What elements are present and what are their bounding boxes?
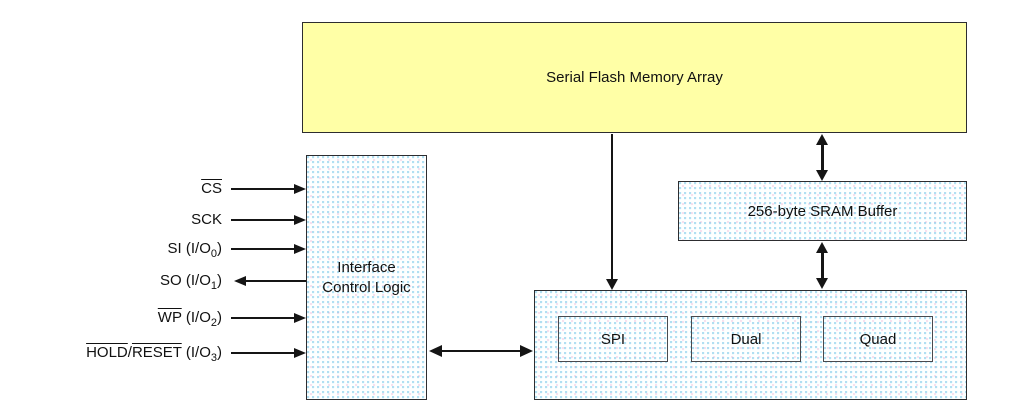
cs-arrow-line [231, 188, 295, 190]
memory-array-label: Serial Flash Memory Array [546, 69, 723, 86]
signal-label-wp: WP (I/O2) [157, 309, 222, 329]
sram-io-line [821, 250, 824, 281]
memory-array-block: Serial Flash Memory Array [302, 22, 967, 133]
interface-io-arrowhead-right-icon [520, 345, 533, 357]
interface-io-arrowhead-left-icon [429, 345, 442, 357]
interface-logic-label-line1: Interface [337, 258, 396, 276]
memory-to-io-arrowhead-down-icon [606, 279, 618, 290]
memory-sram-arrowhead-down-icon [816, 170, 828, 181]
spi-label: SPI [600, 330, 626, 348]
hold-reset-arrow-line [231, 352, 295, 354]
interface-logic-label: Interface Control Logic [322, 258, 410, 298]
so-arrowhead-left-icon [234, 276, 246, 286]
wp-arrow-line [231, 317, 295, 319]
memory-to-io-line [611, 134, 613, 281]
si-arrowhead-right-icon [294, 244, 306, 254]
signal-label-si: SI (I/O0) [167, 240, 222, 260]
cs-arrowhead-right-icon [294, 184, 306, 194]
signal-label-so: SO (I/O1) [160, 272, 222, 292]
sck-arrowhead-right-icon [294, 215, 306, 225]
interface-logic-label-line2: Control Logic [322, 278, 411, 296]
sram-buffer-block: 256-byte SRAM Buffer [678, 181, 967, 241]
so-arrow-line [246, 280, 306, 282]
memory-sram-arrowhead-up-icon [816, 134, 828, 145]
quad-block: Quad [823, 316, 933, 362]
sck-arrow-line [231, 219, 295, 221]
sram-buffer-label: 256-byte SRAM Buffer [747, 202, 898, 220]
interface-io-line [440, 350, 522, 352]
io-modes-block: SPI Dual Quad [534, 290, 967, 400]
signal-label-hold-reset: HOLD/RESET (I/O3) [86, 344, 222, 364]
si-arrow-line [231, 248, 295, 250]
wp-arrowhead-right-icon [294, 313, 306, 323]
interface-logic-block: Interface Control Logic [306, 155, 427, 400]
signal-label-sck: SCK [191, 211, 222, 228]
sram-io-arrowhead-down-icon [816, 278, 828, 289]
hold-reset-arrowhead-right-icon [294, 348, 306, 358]
sram-io-arrowhead-up-icon [816, 242, 828, 253]
signal-label-cs: CS [201, 180, 222, 197]
dual-label: Dual [730, 330, 762, 348]
dual-block: Dual [691, 316, 801, 362]
quad-label: Quad [859, 330, 897, 348]
memory-sram-line [821, 142, 824, 173]
spi-block: SPI [558, 316, 668, 362]
